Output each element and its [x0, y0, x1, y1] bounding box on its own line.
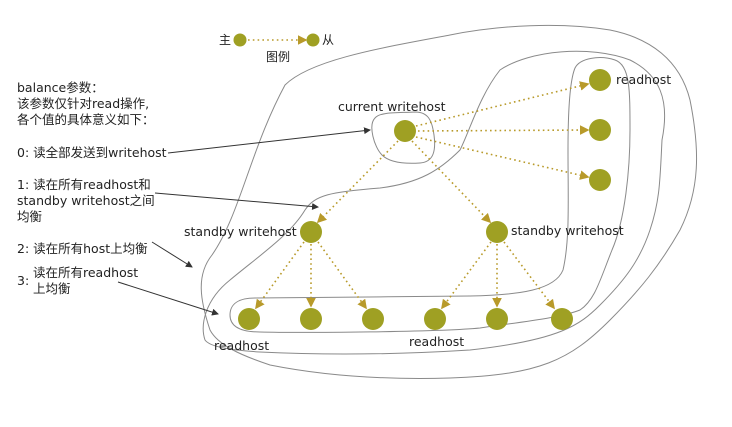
option-1-line: 均衡	[17, 209, 42, 224]
pointer-option-1	[154, 192, 319, 210]
description: balance参数： 该参数仅针对read操作, 各个值的具体意义如下： 0: …	[17, 80, 167, 296]
node-readhost-bottom-2	[300, 308, 322, 330]
node-readhost-right-2	[589, 119, 611, 141]
option-0-line: 0: 读全部发送到writehost	[17, 145, 167, 160]
description-line: balance参数：	[17, 80, 104, 95]
legend-master-label: 主	[219, 33, 231, 47]
legend-caption: 图例	[266, 50, 290, 64]
label-current-writehost: current writehost	[338, 99, 446, 114]
contour-readhost-right	[229, 57, 631, 333]
node-labels: current writehost readhost standby write…	[184, 72, 671, 353]
node-standby-writehost-right	[486, 221, 508, 243]
edge-current-to-standby-right	[411, 140, 492, 224]
option-3-prefix: 3:	[17, 273, 29, 288]
pointer-option-2	[151, 241, 193, 268]
edge-standby-right-to-readhost-1	[441, 241, 492, 310]
legend: 主 从 图例	[219, 33, 334, 64]
node-readhost-right-3	[589, 169, 611, 191]
option-2-line: 2: 读在所有host上均衡	[17, 241, 148, 256]
option-3-line: 读在所有readhost	[33, 265, 138, 280]
edge-standby-left-to-readhost-3	[317, 241, 367, 310]
pointer-option-3	[117, 281, 219, 316]
edge-current-to-standby-left	[316, 140, 399, 224]
edges	[255, 81, 590, 310]
edge-standby-left-to-readhost-1	[255, 241, 305, 310]
node-readhost-bottom-1	[238, 308, 260, 330]
node-standby-writehost-left	[300, 221, 322, 243]
legend-master-node	[233, 33, 247, 47]
contour-current-writehost	[371, 111, 436, 164]
node-readhost-bottom-4	[424, 308, 446, 330]
pointers	[117, 127, 371, 316]
node-readhost-bottom-5	[486, 308, 508, 330]
option-1-line: standby writehost之间	[17, 193, 155, 208]
option-3-line: 上均衡	[33, 281, 71, 296]
label-standby-writehost-right: standby writehost	[511, 223, 624, 238]
node-readhost-right-1	[589, 69, 611, 91]
legend-slave-node	[306, 33, 320, 47]
node-current-writehost	[394, 120, 416, 142]
edge-current-to-readhost-3	[415, 136, 590, 180]
edge-current-to-readhost-2	[417, 125, 590, 135]
nodes	[238, 69, 611, 330]
edge-current-to-readhost-1	[415, 81, 590, 127]
description-line: 各个值的具体意义如下：	[17, 112, 155, 127]
label-readhost-top-right: readhost	[616, 72, 671, 87]
node-readhost-bottom-6	[551, 308, 573, 330]
label-standby-writehost-left: standby writehost	[184, 224, 297, 239]
contour-readhost-standby	[202, 50, 666, 355]
label-readhost-bottom-mid: readhost	[409, 334, 464, 349]
label-readhost-bottom-left: readhost	[214, 338, 269, 353]
contours	[200, 24, 698, 379]
legend-slave-label: 从	[322, 33, 334, 47]
edge-standby-right-to-readhost-3	[503, 241, 555, 310]
option-1-line: 1: 读在所有readhost和	[17, 177, 151, 192]
node-readhost-bottom-3	[362, 308, 384, 330]
pointer-option-0	[167, 127, 371, 154]
contour-all-hosts	[200, 24, 698, 379]
description-line: 该参数仅针对read操作,	[17, 96, 149, 111]
